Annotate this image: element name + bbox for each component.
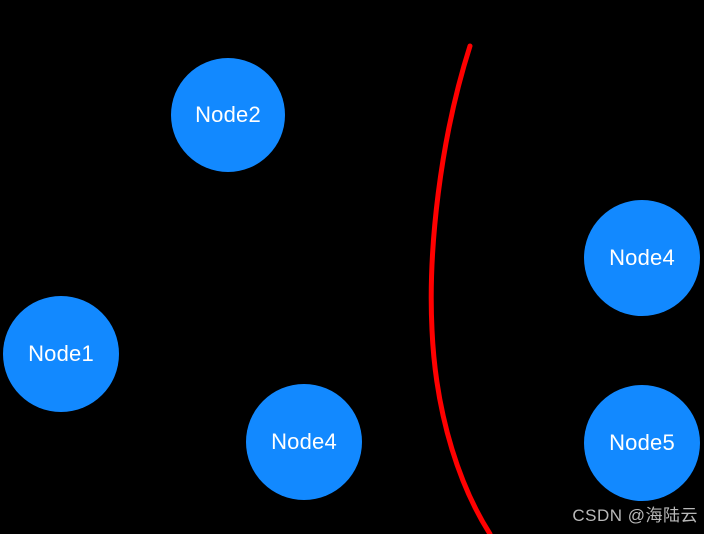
node-label: Node5 bbox=[609, 430, 675, 455]
partition-curve bbox=[428, 43, 493, 534]
graph-node[interactable]: Node4 bbox=[584, 200, 700, 316]
graph-node[interactable]: Node5 bbox=[584, 385, 700, 501]
graph-node[interactable]: Node4 bbox=[246, 384, 362, 500]
graph-node[interactable]: Node1 bbox=[3, 296, 119, 412]
node-label: Node4 bbox=[609, 245, 675, 270]
node-label: Node1 bbox=[28, 341, 94, 366]
graph-node[interactable]: Node2 bbox=[171, 58, 285, 172]
node-label: Node2 bbox=[195, 102, 261, 127]
node-label: Node4 bbox=[271, 429, 337, 454]
watermark: CSDN @海陆云 bbox=[572, 506, 698, 525]
